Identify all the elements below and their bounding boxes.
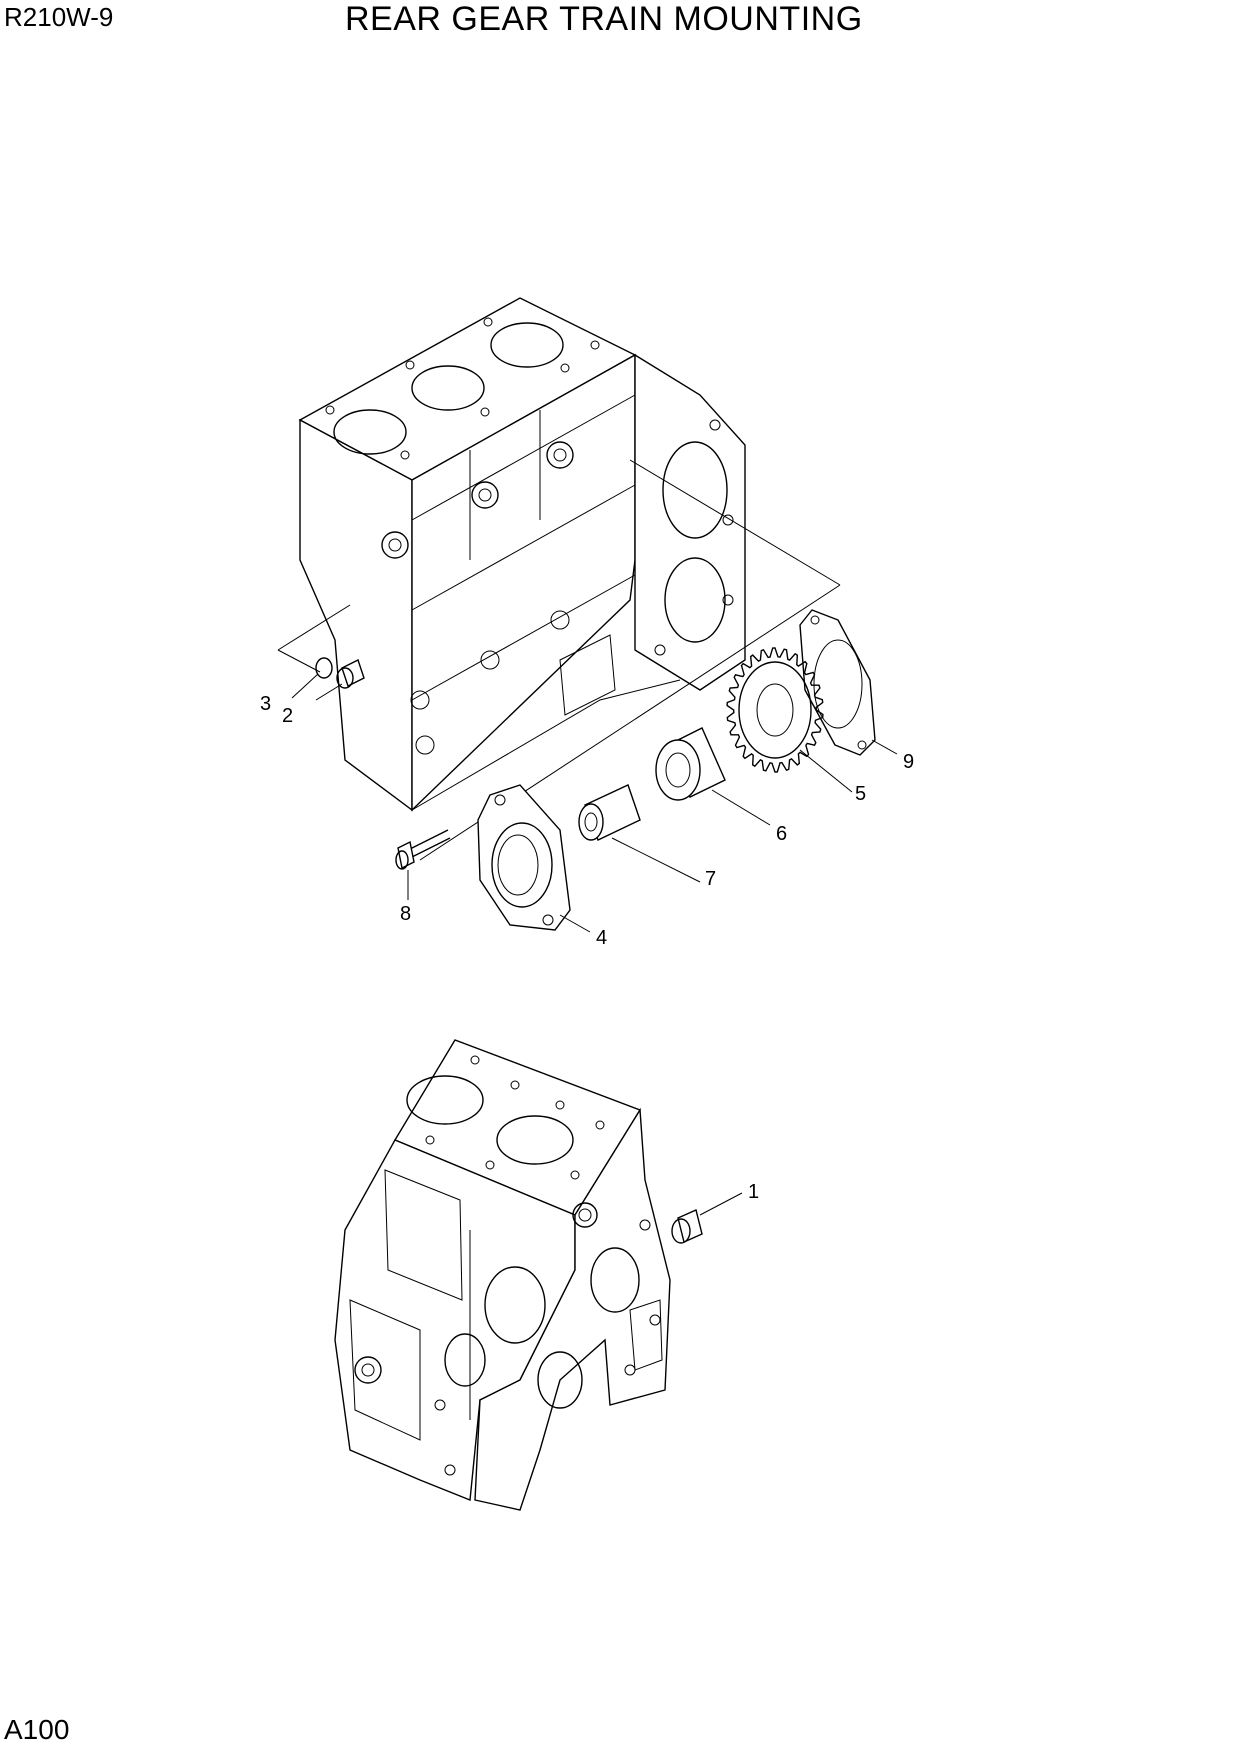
part-4-gear-housing <box>477 784 591 933</box>
engine-block-upper <box>298 297 746 812</box>
callout-5: 5 <box>855 783 866 805</box>
part-8-bolt <box>395 829 451 900</box>
callout-7: 7 <box>705 868 716 890</box>
part-1-plug <box>671 1192 743 1244</box>
callout-4: 4 <box>596 927 607 949</box>
part-6-sleeve <box>655 727 771 826</box>
callout-9: 9 <box>903 751 914 773</box>
callout-3: 3 <box>260 693 271 715</box>
page-title: REAR GEAR TRAIN MOUNTING <box>345 0 863 38</box>
part-5-gear <box>726 647 853 793</box>
part-3-o-ring <box>291 657 333 699</box>
part-2-plug <box>315 659 365 701</box>
part-7-bushing <box>578 784 701 883</box>
engine-block-lower <box>334 1039 671 1511</box>
page-code: A100 <box>4 1714 70 1745</box>
callout-6: 6 <box>776 823 787 845</box>
part-9-gasket <box>799 609 898 756</box>
callout-8: 8 <box>400 903 411 925</box>
callout-1: 1 <box>748 1181 759 1203</box>
model-code: R210W-9 <box>4 2 114 32</box>
callout-2: 2 <box>282 705 293 727</box>
